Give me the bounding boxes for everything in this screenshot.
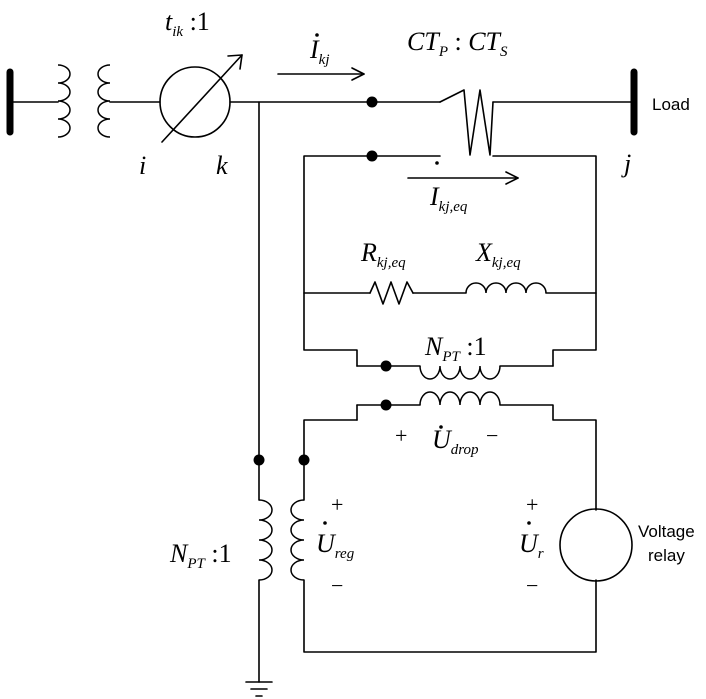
label-node-i: i — [139, 151, 146, 180]
label-tik: tik :1 — [165, 7, 210, 40]
label-plus-drop: + — [395, 423, 407, 448]
label-plus-r: + — [526, 492, 538, 517]
label-npt-left: NPT :1 — [169, 539, 232, 572]
label-u-reg: Ureg — [316, 529, 355, 562]
label-node-j: j — [621, 149, 631, 178]
relay-loop-top-left — [303, 419, 358, 461]
label-x-eq: Xkj,eq — [475, 238, 521, 271]
label-u-drop: Udrop — [432, 425, 479, 458]
current-arrow-kj-eq — [407, 171, 519, 185]
label-minus-r: − — [526, 573, 538, 598]
relay-loop-top-right — [499, 404, 597, 511]
label-current-kj-eq: Ikj,eq — [429, 182, 468, 215]
label-npt-top: NPT :1 — [424, 332, 487, 365]
npt-secondary-polarity-dot — [380, 399, 392, 411]
label-minus-reg: − — [331, 573, 343, 598]
label-node-k: k — [216, 151, 228, 180]
label-plus-reg: + — [331, 492, 343, 517]
resistor-symbol — [369, 281, 414, 305]
ct-primary-polarity-dot — [366, 96, 378, 108]
voltage-relay-symbol — [559, 508, 633, 582]
npt-secondary-coil — [419, 391, 501, 406]
pt-primary-coil — [258, 499, 273, 581]
npt-primary-polarity-dot — [380, 360, 392, 372]
label-ct-ratio: CTP : CTS — [407, 27, 508, 60]
ct-secondary-polarity-dot — [366, 150, 378, 162]
current-transformer-symbol — [439, 89, 494, 156]
ct-secondary-left — [303, 155, 373, 367]
pt-primary-polarity-dot — [253, 454, 265, 466]
npt-primary-coil — [419, 365, 501, 380]
label-r-eq: Rkj,eq — [360, 238, 406, 271]
label-current-kj: Ikj — [309, 35, 330, 68]
pt-secondary-coil — [290, 499, 305, 581]
ground-symbol — [245, 681, 273, 697]
label-relay-line1: Voltage — [638, 522, 695, 541]
label-relay-line2: relay — [648, 546, 685, 565]
current-arrow-kj — [277, 67, 365, 81]
label-minus-drop: − — [486, 423, 498, 448]
relay-loop-bottom — [303, 579, 597, 653]
label-load: Load — [652, 95, 690, 114]
label-u-r: Ur — [519, 529, 544, 562]
ct-secondary-right — [492, 155, 597, 367]
tap-changer-symbol — [159, 54, 243, 143]
phasor-overdots — [315, 33, 531, 525]
pt-secondary-polarity-dot — [298, 454, 310, 466]
reactance-coil — [465, 282, 547, 294]
main-transformer-coil — [57, 64, 111, 138]
polarity-dots — [253, 96, 392, 466]
